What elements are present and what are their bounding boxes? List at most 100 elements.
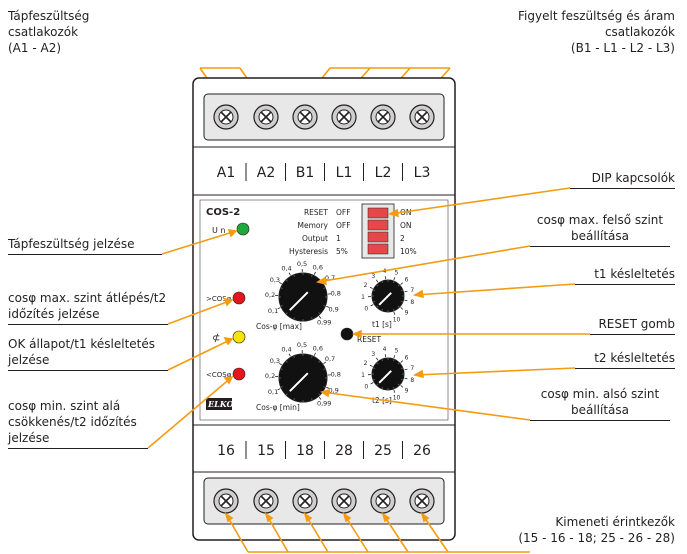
cos-max-tick-mark: [326, 305, 330, 308]
cos-max-knob-grip: [280, 304, 283, 307]
dip-row-left-value: 1: [336, 234, 341, 243]
led-max-red: [232, 291, 246, 305]
t2-scale-tick: 0: [364, 384, 368, 391]
t2-tick-mark: [375, 357, 379, 361]
bottom-screw-5: [370, 488, 396, 514]
dip-row-name: Output: [302, 234, 328, 243]
t2-tick-mark: [400, 360, 404, 363]
t2-scale-tick: 2: [364, 360, 368, 367]
cos-min-tick-mark: [323, 361, 327, 364]
label-cos-min-setting: cosφ min. alsó szint beállítása: [540, 387, 660, 417]
t1-knob-grip: [392, 281, 395, 284]
label-t2-delay: t2 késleltetés: [594, 351, 675, 365]
cos-max-scale-tick: 0,7: [325, 274, 335, 282]
t1-tick-mark: [400, 307, 404, 310]
top-screw-1: [213, 104, 239, 130]
cos-min-knob-grip: [280, 385, 283, 388]
cos-max-knob-grip: [293, 317, 296, 320]
dip-switch-3[interactable]: [367, 231, 389, 243]
dip-switch-2[interactable]: [367, 219, 389, 231]
reset-button[interactable]: [340, 327, 354, 341]
t2-scale-tick: 1: [361, 372, 365, 379]
t2-scale-tick: 6: [405, 354, 409, 361]
t2-knob-grip: [381, 386, 384, 389]
bottom-leader-lines: [224, 512, 530, 553]
t2-scale-tick: 10: [393, 394, 401, 401]
bottom-screws: [213, 488, 435, 514]
t1-scale-tick: 8: [410, 299, 414, 306]
label-dip-switches: DIP kapcsolók: [591, 171, 675, 185]
t1-tick-mark: [393, 311, 396, 315]
t1-tick-mark: [375, 279, 379, 283]
dip-row-left-value: OFF: [336, 208, 351, 217]
t2-scale-tick: 4: [383, 346, 387, 353]
cos-min-scale-tick: 0,6: [313, 345, 323, 353]
t2-knob-grip: [397, 362, 400, 365]
cos-max-scale-tick: 0,4: [281, 265, 291, 273]
label-reset-button: RESET gomb: [598, 317, 675, 331]
led-max-label: >COSφ: [206, 295, 232, 303]
t2-knob-grip: [400, 378, 403, 381]
t1-scale-tick: 4: [383, 268, 387, 275]
dip-row-left-value: OFF: [336, 221, 351, 230]
brand-logo: [206, 398, 232, 410]
t1-scale-tick: 9: [405, 310, 409, 317]
t2-scale-tick: 3: [371, 351, 375, 358]
cos-max-knob-grip: [323, 304, 326, 307]
cos-max-scale-tick: 0,6: [313, 264, 323, 272]
cos-max-tick-mark: [278, 281, 282, 285]
t2-scale-tick: 8: [410, 377, 414, 384]
cos-min-tick-mark: [313, 352, 316, 356]
dip-row-name: RESET: [304, 208, 328, 217]
t1-knob-grip: [373, 300, 376, 303]
label-cos-min-drop: cosφ min. szint alá csökkenés/t2 időzíté…: [8, 399, 137, 445]
top-terminal-L1: L1: [336, 165, 353, 181]
cos-max-knob-indicator: [289, 291, 309, 311]
cos-max-scale-tick: 0,2: [265, 291, 275, 299]
t1-knob-grip: [397, 305, 400, 308]
t1-knob-grip: [400, 289, 403, 292]
t1-knob-grip: [397, 284, 400, 287]
top-screw-4: [331, 104, 357, 130]
t2-scale-tick: 7: [410, 365, 414, 372]
t2-tick-mark: [370, 382, 374, 385]
t1-scale-tick: 5: [395, 270, 399, 277]
dip-row-right-value: ON: [400, 221, 412, 230]
cos-min-knob-grip: [318, 393, 321, 396]
cos-min-tick-mark: [277, 388, 281, 391]
cos-min-scale-tick: 0,7: [325, 355, 335, 363]
cos-min-tick-mark: [288, 353, 291, 357]
cos-max-scale-tick: 0,9: [328, 305, 338, 313]
dip-switch-1[interactable]: [367, 207, 389, 219]
cos-min-knob-grip: [310, 398, 313, 401]
t2-scale-tick: 9: [405, 388, 409, 395]
t1-scale-tick: 6: [405, 276, 409, 283]
cos-min-knob-indicator: [289, 372, 309, 392]
cos-max-knob-grip: [323, 287, 326, 290]
cos-min-scale-tick: 0,2: [265, 372, 275, 380]
top-terminal-B1: B1: [296, 165, 315, 181]
t1-tick-mark: [404, 299, 408, 302]
cos-min-knob-grip: [318, 360, 321, 363]
cos-min-knob-grip: [310, 355, 313, 358]
top-screw-5: [370, 104, 396, 130]
cos-min-scale-tick: 0,1: [268, 388, 278, 396]
dip-switch-4[interactable]: [367, 243, 389, 255]
bottom-terminal-28: 28: [335, 443, 353, 459]
un-label: U n: [212, 226, 225, 235]
side-leader-lines: [147, 187, 590, 449]
t2-tick-mark: [369, 364, 373, 367]
cos-min-scale-tick: 0,5: [297, 341, 307, 349]
cos-max-knob-grip: [280, 287, 283, 290]
bottom-screw-4: [331, 488, 357, 514]
t2-tick-mark: [404, 368, 408, 371]
t2-tick-mark: [404, 377, 408, 380]
underline-t1-delay: [575, 284, 675, 285]
t2-knob-grip: [392, 359, 395, 362]
